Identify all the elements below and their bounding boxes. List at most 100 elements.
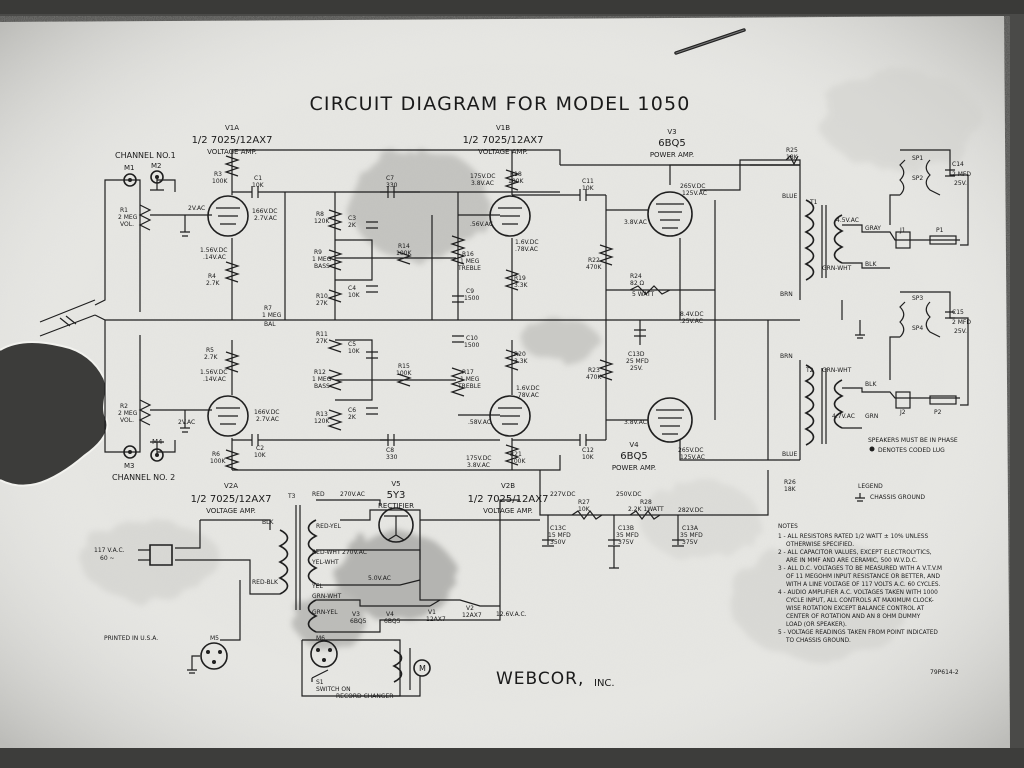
r8-label: R8 [316, 211, 324, 218]
v1a-cathode-dc: 1.56V.DC [200, 247, 227, 254]
t2-secondary-voltage: 4.7V.AC [832, 413, 855, 420]
heater-v1-label: V1 [428, 609, 436, 616]
r17-value: 1 MEG [460, 376, 480, 383]
v1b-cathode-dc: 1.6V.DC [515, 239, 539, 246]
c14-voltage: 25V. [954, 180, 967, 187]
v2a-type: 1/2 7025/12AX7 [191, 494, 272, 505]
c13a-value: 35 MFD [680, 532, 703, 539]
m2-label: M2 [151, 162, 162, 170]
c14-value: 2 MFD [952, 171, 971, 178]
note-line: TO CHASSIS GROUND. [785, 638, 851, 644]
t2-brn-lead: BRN [780, 353, 793, 360]
note-line: WISE ROTATION EXCEPT BALANCE CONTROL AT [786, 606, 924, 612]
v2b-plate-ac: 3.8V.AC [467, 462, 490, 469]
c15-voltage: 25V. [954, 328, 967, 335]
input-jack-m1[interactable] [123, 173, 137, 187]
c13c-label: C13C [550, 525, 566, 532]
t2-label: T2 [805, 367, 814, 374]
legend-coded-lug: DENOTES CODED LUG [878, 447, 945, 454]
sp3-label: SP3 [912, 295, 923, 302]
output-jack-j2[interactable] [895, 391, 957, 409]
t2-grn-wht-lead: GRN-WHT [822, 367, 852, 374]
tube-v2a-symbol [207, 395, 249, 437]
output-jack-j1[interactable] [895, 231, 957, 249]
c6-value: 2K [348, 414, 357, 421]
t2-grn-lead: GRN [865, 413, 878, 420]
paper [0, 16, 1010, 748]
r10-label: R10 [316, 293, 328, 300]
c13c-voltage: 350V [550, 539, 566, 546]
s1-function: SWITCH ON [316, 686, 351, 693]
v5-type: 5Y3 [387, 490, 406, 501]
c15-label: C15 [952, 309, 964, 316]
r7-label: R7 [264, 305, 272, 312]
r16-value: 1 MEG [460, 258, 480, 265]
v1a-function: VOLTAGE AMP. [207, 148, 257, 156]
c4-value: 10K [348, 292, 361, 299]
c4-label: C4 [348, 285, 356, 292]
r16-label: R16 [462, 251, 474, 258]
r15-value: 100K [396, 370, 412, 377]
v3-plate-dc: 265V.DC [680, 183, 706, 190]
input-jack-m2[interactable] [150, 170, 164, 184]
heater-v1-type: 12AX7 [426, 616, 446, 623]
v4-plate-ac: 125V.AC [680, 454, 705, 461]
c11-label: C11 [582, 178, 594, 185]
note-line: 1 - ALL RESISTORS RATED 1/2 WATT ± 10% U… [778, 534, 928, 540]
p2-label: P2 [934, 409, 942, 416]
channel-1-label: CHANNEL NO.1 [115, 151, 176, 160]
r6-label: R6 [212, 451, 220, 458]
brand: WEBCOR, INC. [496, 669, 615, 689]
r10-value: 27K [316, 300, 329, 307]
notes-header: NOTES [778, 524, 798, 530]
s1-function-2: RECORD CHANGER [336, 693, 393, 700]
sp4-label: SP4 [912, 325, 923, 332]
r3-value: 100K [212, 178, 228, 185]
c12-label: C12 [582, 447, 594, 454]
v4-type: 6BQ5 [620, 451, 647, 462]
v5-ref: V5 [391, 480, 400, 488]
c13b-label: C13B [618, 525, 634, 532]
r26-label: R26 [784, 479, 796, 486]
p1-label: P1 [936, 227, 944, 234]
c8-label: C8 [386, 447, 394, 454]
r14-label: R14 [398, 243, 410, 250]
heater-voltage: 12.6V.A.C. [496, 611, 527, 618]
r17-label: R17 [462, 369, 474, 376]
t3-blk-lead: BLK [262, 519, 274, 526]
t3-red-wht-voltage: 270V.AC [342, 549, 367, 556]
mains-voltage: 117 V.A.C. [94, 547, 125, 554]
r19-label: R19 [514, 275, 526, 282]
t1-brn-lead: BRN [780, 291, 793, 298]
v4-plate-dc: 265V.DC [678, 447, 704, 454]
r20-value: 3.3K [514, 358, 529, 365]
v1a-ref: V1A [225, 124, 239, 132]
r12-label: R12 [314, 369, 326, 376]
v2a-cathode-ac: .14V.AC [203, 376, 226, 383]
drawing-number: 79P614-2 [930, 669, 959, 676]
tube-v4-symbol [647, 397, 693, 443]
c10-value: 1500 [464, 342, 479, 349]
tube-v3-symbol [647, 191, 693, 237]
v2b-ref: V2B [501, 482, 515, 490]
r13-value: 120K [314, 418, 330, 425]
c9-label: C9 [466, 288, 474, 295]
t2-blk-lead: BLK [865, 381, 877, 388]
c6-label: C6 [348, 407, 356, 414]
r15-label: R15 [398, 363, 410, 370]
v1a-cathode-ac: .14V.AC [203, 254, 226, 261]
v1b-ref: V1B [496, 124, 510, 132]
r8-value: 120K [314, 218, 330, 225]
t3-grn-wht-lead: GRN-WHT [312, 593, 342, 600]
r24-label: R24 [630, 273, 642, 280]
tube-v1a-symbol [207, 195, 249, 237]
input-jack-m4[interactable] [150, 448, 164, 462]
c2-value: 10K [254, 452, 267, 459]
input-jack-m3[interactable] [123, 445, 137, 459]
r9-value: 1 MEG [312, 256, 332, 263]
c2-label: C2 [256, 445, 264, 452]
m4-label: M4 [152, 438, 163, 446]
m6-label: M6 [316, 635, 325, 642]
tube-v2b-symbol [489, 395, 531, 437]
